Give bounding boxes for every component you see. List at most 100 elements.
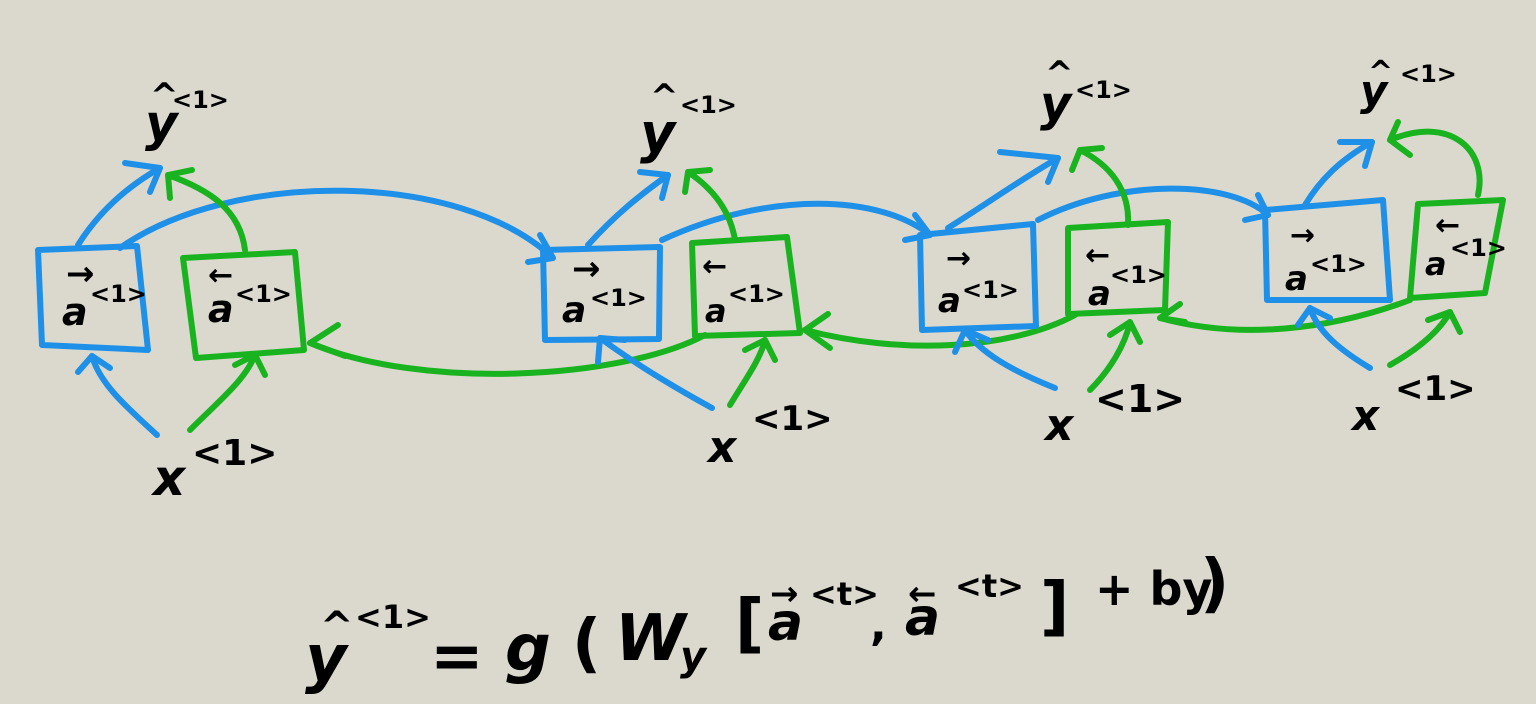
backward-arrowhead-2	[802, 311, 833, 351]
step4-input-to-forward	[1307, 305, 1373, 371]
equation-weight: W	[615, 602, 689, 676]
forward-activation-superscript: <1>	[962, 276, 1019, 304]
output-hat: ^	[650, 77, 679, 117]
step3-input-to-backward-head	[1107, 319, 1143, 345]
equation-weight-subscript: y	[680, 634, 708, 680]
step-4: ^ y <1> → a <1> ← a <1> x <1>	[1285, 55, 1507, 440]
equation-function: g	[505, 612, 551, 686]
equation-backward-arrow: ←	[908, 574, 937, 614]
step4-input-to-backward	[1387, 309, 1453, 368]
step2-forward-to-output-head	[637, 169, 671, 201]
step3-backward-to-output	[1077, 147, 1132, 228]
backward-link-4-3	[1157, 297, 1413, 333]
forward-activation-label: a	[62, 290, 88, 334]
backward-box-4	[1407, 197, 1506, 301]
equation-close-paren: )	[1200, 547, 1229, 621]
backward-arrow-mark: ←	[702, 249, 727, 284]
forward-arrow-mark: →	[1290, 218, 1315, 253]
step4-backward-to-output	[1387, 128, 1483, 198]
backward-arrow-mark: ←	[1435, 208, 1460, 243]
step-2: ^ y <1> → a <1> ← a <1> x <1>	[562, 77, 833, 473]
step4-backward-to-output-head	[1387, 119, 1413, 158]
forward-arrowhead-2	[525, 232, 556, 265]
step-3: ^ y <1> → a <1> ← a <1> x <1>	[938, 54, 1185, 451]
backward-link-2-1	[307, 332, 708, 377]
equation-close-bracket: ]	[1040, 570, 1069, 644]
backward-activation-label: a	[705, 292, 727, 330]
output-superscript: <1>	[1400, 60, 1457, 88]
equation-open-paren: (	[572, 607, 601, 681]
forward-link-2-3	[659, 200, 933, 243]
step4-forward-to-output	[1302, 139, 1375, 208]
input-superscript: <1>	[1395, 369, 1476, 409]
forward-activation-superscript: <1>	[590, 284, 647, 312]
step3-input-to-forward	[962, 327, 1058, 391]
output-label: y	[145, 94, 180, 152]
forward-box-2	[540, 244, 663, 343]
output-label: y	[1040, 76, 1073, 132]
forward-arrow-mark: →	[946, 241, 971, 276]
step2-forward-to-output	[585, 172, 671, 248]
equation-forward: a	[768, 593, 803, 653]
step2-backward-to-output-head	[682, 167, 713, 195]
backward-box-1	[180, 249, 307, 361]
equation-open-bracket: [	[735, 587, 764, 661]
input-label: x	[150, 449, 187, 507]
step3-input-to-backward	[1087, 319, 1133, 393]
step3-backward-to-output-head	[1069, 145, 1105, 173]
output-hat: ^	[150, 76, 179, 116]
step1-input-to-backward	[187, 352, 258, 433]
backward-activation-superscript: <1>	[1450, 234, 1507, 262]
output-superscript: <1>	[1075, 76, 1132, 104]
equation-lhs-superscript: <1>	[355, 598, 431, 636]
equation-backward-superscript: <t>	[955, 567, 1024, 605]
backward-box-3	[1065, 219, 1171, 317]
activation-boxes	[35, 197, 1506, 361]
step4-forward-to-output-head	[1337, 139, 1375, 169]
step2-input-to-forward	[597, 335, 715, 411]
output-superscript: <1>	[172, 86, 229, 114]
step1-backward-to-output	[165, 172, 248, 253]
backward-link-3-2	[802, 312, 1078, 349]
forward-activation-label: a	[1285, 259, 1308, 299]
step1-forward-to-output-head	[122, 160, 163, 195]
forward-link-1-2	[117, 187, 556, 261]
backward-arrowhead-3	[1157, 301, 1188, 325]
step3-forward-to-output	[945, 155, 1061, 231]
forward-activation-superscript: <1>	[1310, 250, 1367, 278]
forward-arrow-mark: →	[572, 249, 601, 289]
output-hat: ^	[1045, 54, 1074, 94]
step1-input-to-forward-head	[75, 353, 113, 375]
backward-arrow-mark: ←	[208, 258, 233, 293]
equation-forward-superscript: <t>	[810, 575, 879, 613]
backward-arrow-mark: ←	[1085, 238, 1110, 273]
backward-activation-superscript: <1>	[1110, 261, 1167, 289]
backward-activation-superscript: <1>	[235, 280, 292, 308]
equation-comma: ,	[870, 600, 887, 651]
backward-activation-label: a	[1425, 245, 1447, 283]
equation-backward: a	[905, 588, 940, 648]
forward-activation-label: a	[938, 281, 961, 321]
input-label: x	[1043, 400, 1075, 451]
backward-arrowhead-1	[307, 322, 348, 359]
equation-bias: + by	[1095, 562, 1212, 616]
step1-input-to-forward	[89, 353, 160, 438]
forward-activation-label: a	[562, 290, 586, 331]
output-superscript: <1>	[680, 91, 737, 119]
step4-input-to-backward-head	[1425, 309, 1463, 335]
step2-input-to-backward-head	[742, 337, 778, 363]
input-superscript: <1>	[752, 399, 833, 439]
equation-equals: =	[430, 620, 484, 694]
forward-activation-superscript: <1>	[90, 280, 147, 308]
step1-backward-to-output-head	[165, 167, 195, 201]
step3-forward-to-output-head	[997, 149, 1061, 185]
backward-activation-superscript: <1>	[728, 280, 785, 308]
input-label: x	[706, 422, 738, 473]
backward-box-2	[689, 234, 803, 339]
step4-input-to-forward-head	[1295, 305, 1333, 328]
forward-box-3	[917, 221, 1039, 333]
backward-activation-label: a	[1088, 274, 1111, 314]
equation-forward-arrow: →	[770, 574, 799, 614]
